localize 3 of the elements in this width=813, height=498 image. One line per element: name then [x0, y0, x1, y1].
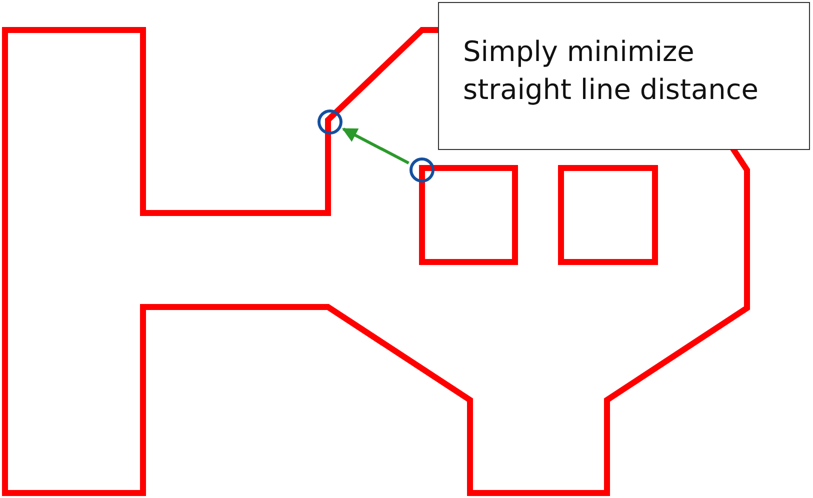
callout-box	[438, 2, 810, 150]
arrow	[342, 128, 410, 164]
callout-text: Simply minimize straight line distance	[463, 35, 758, 106]
